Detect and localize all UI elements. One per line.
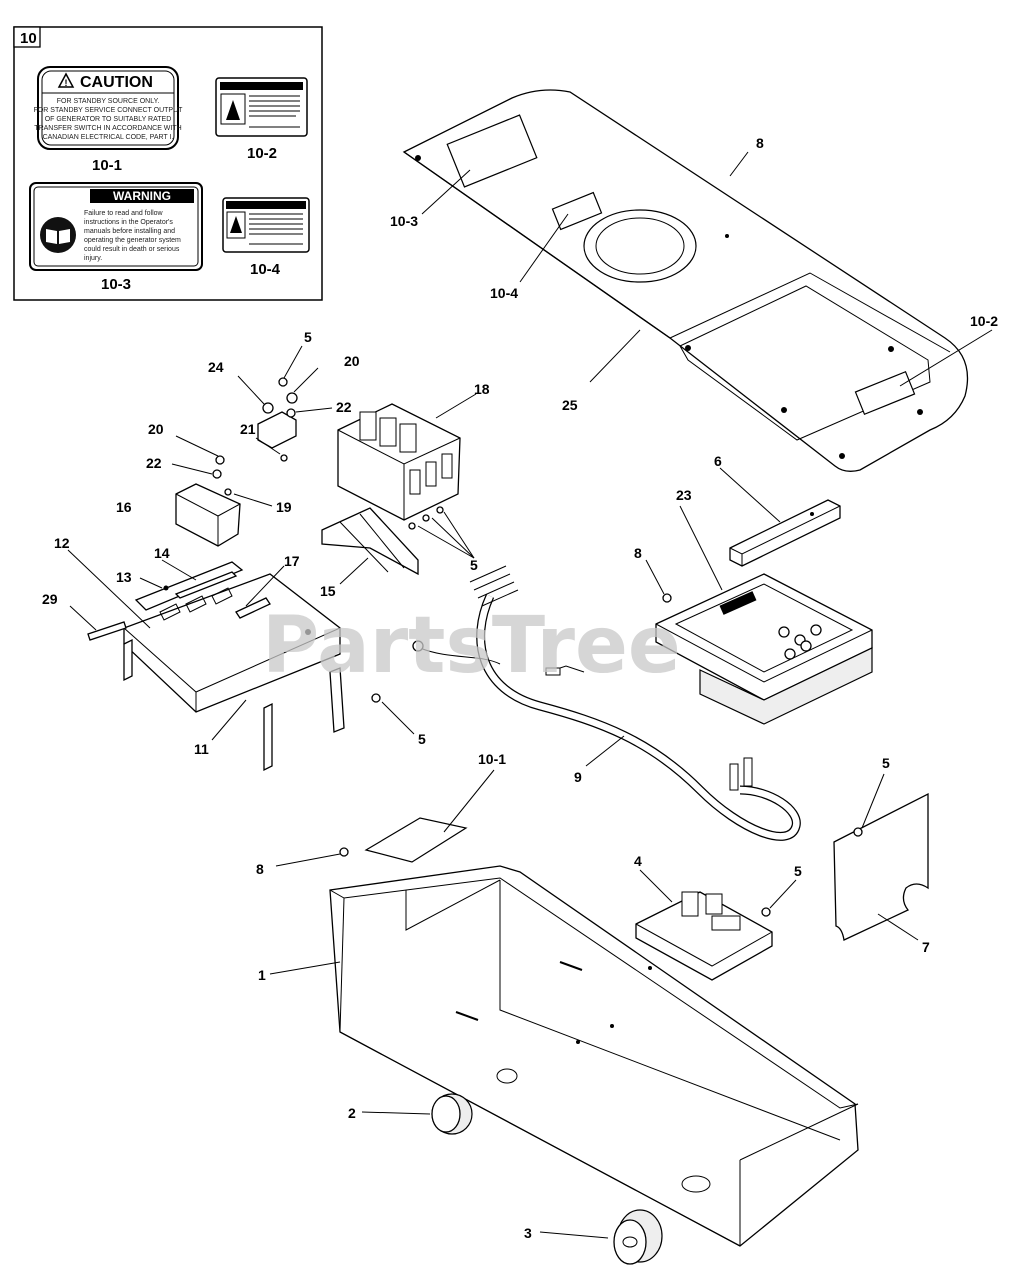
svg-text:!: ! — [65, 78, 68, 88]
callout-8b: 8 — [634, 545, 642, 561]
decal-10-1[interactable]: ! CAUTION FOR STANDBY SOURCE ONLY. FOR S… — [34, 66, 184, 150]
callout-6: 6 — [714, 453, 722, 469]
callout-22b: 22 — [146, 455, 162, 471]
decal-10-2-location — [854, 370, 916, 416]
svg-text:instructions in the Operator's: instructions in the Operator's — [84, 219, 173, 226]
callout-3: 3 — [524, 1225, 532, 1241]
part-18-breaker[interactable] — [337, 403, 461, 521]
callout-8c: 8 — [256, 861, 264, 877]
callout-5c: 5 — [418, 731, 426, 747]
decal-inset: 10 ! CAUTION FOR STANDBY SOURCE ONLY. FO… — [13, 26, 323, 301]
callout-labels: 8 10-3 10-4 10-2 25 5 20 24 22 18 20 21 … — [42, 135, 998, 1241]
hazard-icon — [226, 100, 240, 120]
watermark: PartsTree — [262, 601, 681, 691]
callout-20b: 20 — [148, 421, 164, 437]
decal-10-3-location — [446, 114, 538, 188]
part-6-bar[interactable] — [729, 499, 841, 567]
callout-12: 12 — [54, 535, 70, 551]
callout-10-4: 10-4 — [490, 285, 518, 301]
svg-text:injury.: injury. — [84, 255, 102, 262]
callout-25: 25 — [562, 397, 578, 413]
part-20-22-hardware[interactable] — [212, 377, 298, 479]
decal-10-4[interactable] — [222, 197, 310, 253]
decal-10-2-label: 10-2 — [247, 145, 277, 162]
callout-5b: 5 — [470, 557, 478, 573]
inset-number: 10 — [20, 30, 37, 47]
part-11-panel-base[interactable] — [123, 561, 381, 772]
callout-23: 23 — [676, 487, 692, 503]
decal-10-3[interactable]: WARNING Failure to read and follow instr… — [29, 182, 203, 271]
svg-text:CANADIAN ELECTRICAL CODE, PART: CANADIAN ELECTRICAL CODE, PART I. — [43, 134, 174, 141]
part-3-foot[interactable] — [613, 1209, 663, 1265]
callout-14: 14 — [154, 545, 170, 561]
svg-text:manuals before installing and: manuals before installing and — [84, 228, 175, 235]
callout-10-2: 10-2 — [970, 313, 998, 329]
decal-10-3-label: 10-3 — [101, 276, 131, 293]
callout-16: 16 — [116, 499, 132, 515]
callout-19: 19 — [276, 499, 292, 515]
callout-13: 13 — [116, 569, 132, 585]
leader-lines — [67, 151, 993, 1239]
callout-5e: 5 — [794, 863, 802, 879]
callout-15: 15 — [320, 583, 336, 599]
decal-10-1-title: CAUTION — [80, 74, 153, 91]
callout-24: 24 — [208, 359, 224, 375]
svg-text:TRANSFER SWITCH IN ACCORDANCE: TRANSFER SWITCH IN ACCORDANCE WITH — [34, 125, 181, 132]
decal-10-1-location — [364, 817, 468, 863]
callout-10-1: 10-1 — [478, 751, 506, 767]
decal-10-4-location — [551, 191, 603, 231]
hazard-icon — [230, 216, 242, 233]
part-21-bracket[interactable] — [257, 402, 297, 462]
part-23-controller[interactable] — [655, 573, 873, 725]
callout-5: 5 — [304, 329, 312, 345]
part-1-enclosure[interactable] — [329, 817, 859, 1247]
part-2-foot[interactable] — [431, 1093, 473, 1135]
callout-22: 22 — [336, 399, 352, 415]
part-15-rail[interactable] — [321, 506, 444, 576]
svg-text:Failure to read and follow: Failure to read and follow — [84, 210, 164, 217]
decal-10-2[interactable] — [215, 77, 308, 137]
callout-10-3: 10-3 — [390, 213, 418, 229]
decal-10-1-label: 10-1 — [92, 157, 122, 174]
callout-4: 4 — [634, 853, 642, 869]
callout-8: 8 — [756, 135, 764, 151]
svg-text:could result in death or serio: could result in death or serious — [84, 246, 180, 253]
svg-text:FOR STANDBY SERVICE CONNECT OU: FOR STANDBY SERVICE CONNECT OUTPUT — [34, 107, 184, 114]
part-29-strip[interactable] — [87, 621, 127, 641]
callout-20: 20 — [344, 353, 360, 369]
warning-triangle-icon — [57, 72, 75, 88]
part-16-relay[interactable] — [175, 483, 241, 547]
part-25-cover-panel[interactable] — [402, 89, 969, 472]
callout-9: 9 — [574, 769, 582, 785]
svg-text:OF GENERATOR TO SUITABLY RATED: OF GENERATOR TO SUITABLY RATED — [45, 116, 172, 123]
decal-10-3-title: WARNING — [113, 189, 171, 203]
callout-29: 29 — [42, 591, 58, 607]
callout-1: 1 — [258, 967, 266, 983]
part-12-14-17-small-parts[interactable] — [163, 571, 271, 619]
callout-7: 7 — [922, 939, 930, 955]
svg-text:operating the generator system: operating the generator system — [84, 237, 181, 244]
decal-10-4-label: 10-4 — [250, 261, 281, 278]
callout-21: 21 — [240, 421, 256, 437]
callout-5d: 5 — [882, 755, 890, 771]
part-9-harness[interactable] — [412, 565, 801, 841]
callout-18: 18 — [474, 381, 490, 397]
part-4-board[interactable] — [635, 891, 773, 981]
part-7-side-panel[interactable] — [833, 792, 929, 941]
callout-2: 2 — [348, 1105, 356, 1121]
callout-17: 17 — [284, 553, 300, 569]
book-manual-icon — [40, 217, 76, 253]
svg-text:FOR STANDBY SOURCE ONLY.: FOR STANDBY SOURCE ONLY. — [57, 98, 160, 105]
callout-11: 11 — [194, 741, 209, 757]
